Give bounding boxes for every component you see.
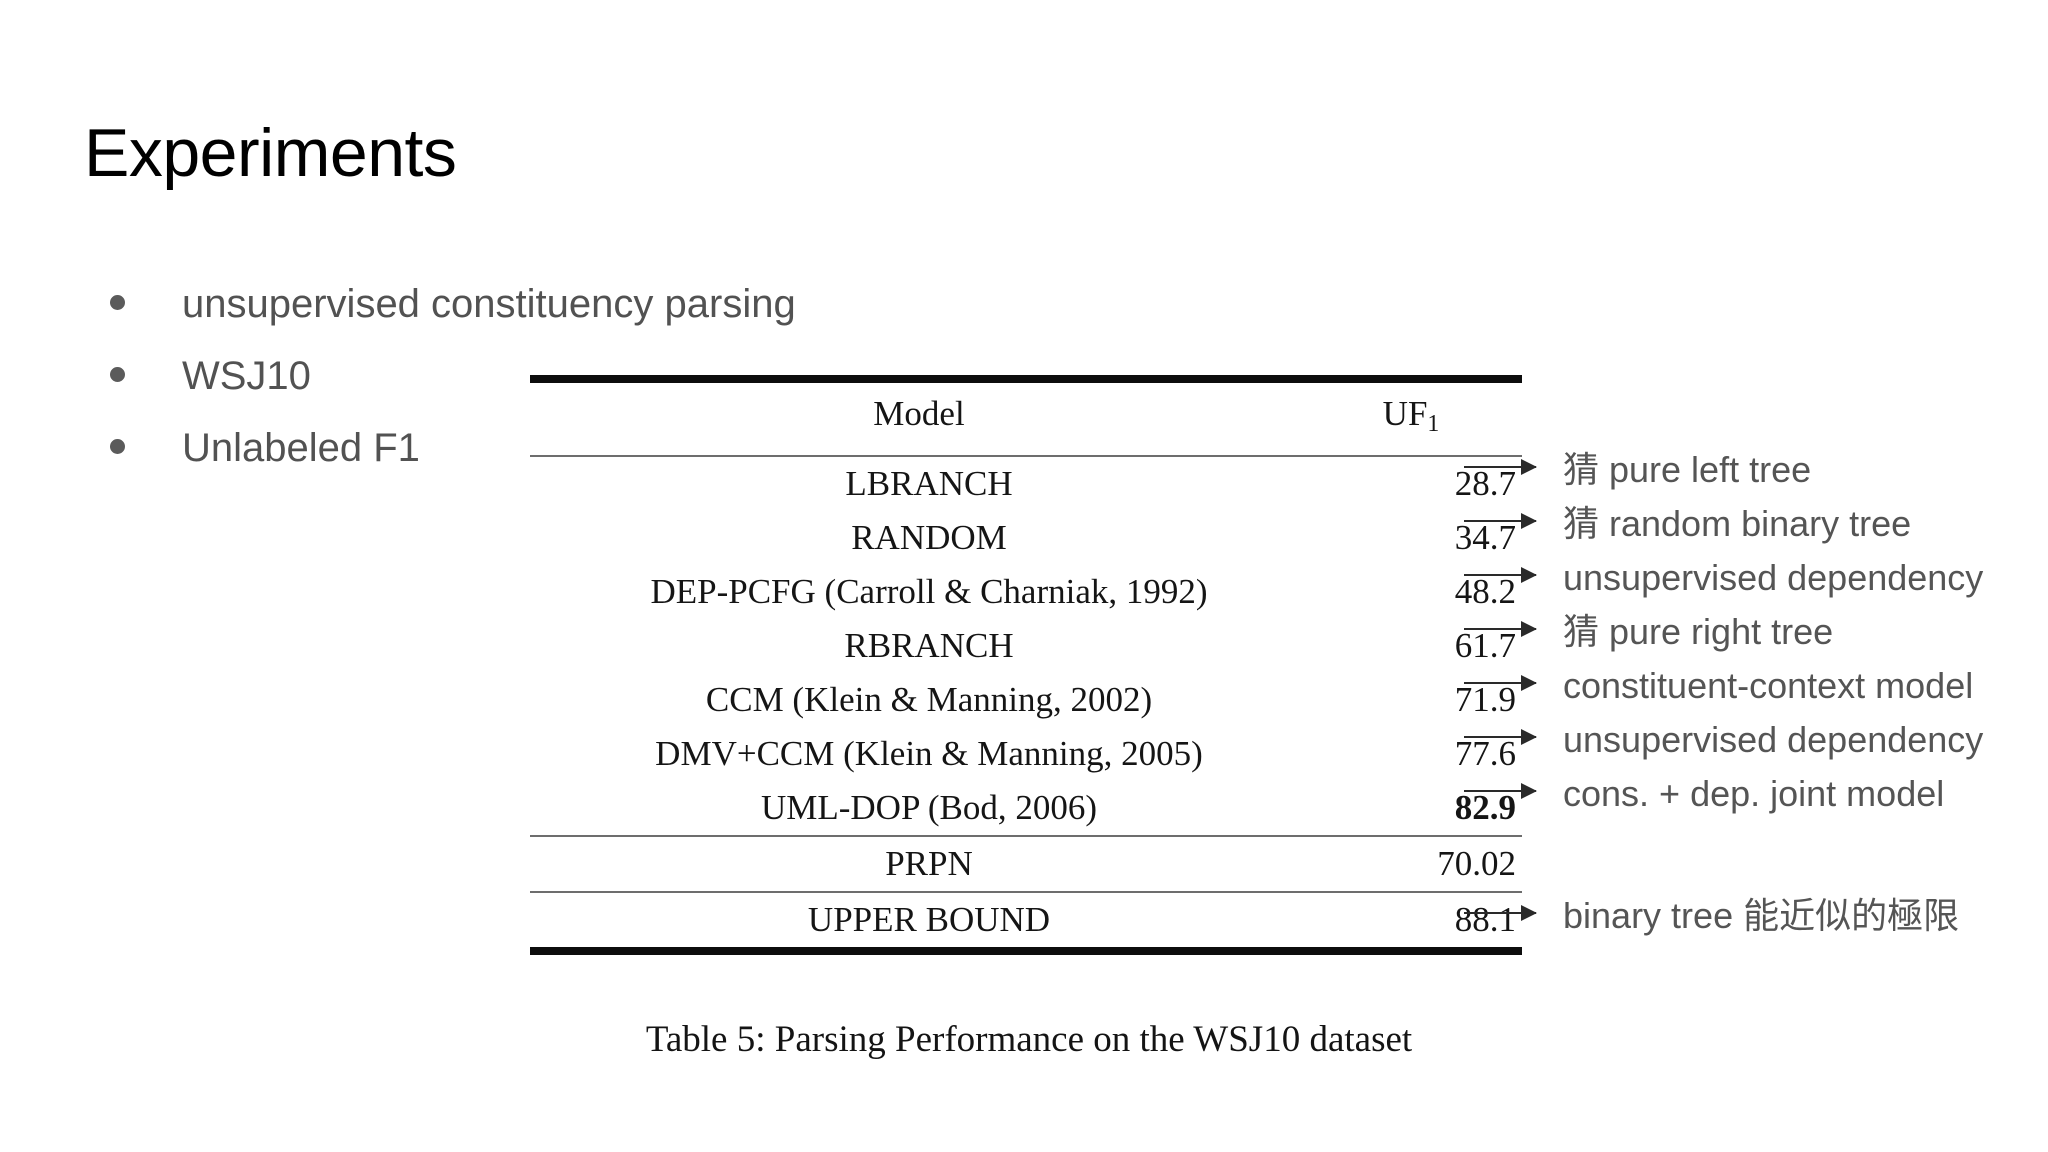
table-row: DEP-PCFG (Carroll & Charniak, 1992) 48.2 <box>530 565 1522 619</box>
annotation-note: constituent-context model <box>1563 665 1974 706</box>
results-table: Model UF1 <box>530 383 1522 455</box>
table-mid-rule-1 <box>530 834 1522 837</box>
table-row: UPPER BOUND 88.1 <box>530 893 1522 947</box>
list-item: unsupervised constituency parsing <box>110 284 870 356</box>
arrow-icon <box>1464 675 1537 691</box>
bullet-list: unsupervised constituency parsing WSJ10 … <box>110 284 870 500</box>
results-table-body-upper: UPPER BOUND 88.1 <box>530 893 1522 947</box>
arrow-icon <box>1464 513 1537 529</box>
cell-model: DMV+CCM (Klein & Manning, 2005) <box>655 733 1203 773</box>
table-row: PRPN 70.02 <box>530 837 1522 891</box>
table-row: CCM (Klein & Manning, 2002) 71.9 <box>530 673 1522 727</box>
bullet-label: WSJ10 <box>182 354 311 398</box>
cell-score: 34.7 <box>1454 517 1516 557</box>
cell-model: PRPN <box>885 843 973 883</box>
bullet-label: unsupervised constituency parsing <box>182 282 796 326</box>
page-title: Experiments <box>84 115 457 191</box>
annotation-note: binary tree 能近似的極限 <box>1563 895 1960 936</box>
cell-score: 82.9 <box>1454 787 1516 827</box>
table-row: RANDOM 34.7 <box>530 511 1522 565</box>
table-header-row: Model UF1 <box>530 383 1522 455</box>
cell-model: UPPER BOUND <box>807 899 1051 939</box>
arrow-icon <box>1464 567 1537 583</box>
cell-model: DEP-PCFG (Carroll & Charniak, 1992) <box>650 571 1208 611</box>
column-header-model: Model <box>873 394 965 433</box>
table-row: RBRANCH 61.7 <box>530 619 1522 673</box>
arrow-icon <box>1464 729 1537 745</box>
table-caption: Table 5: Parsing Performance on the WSJ1… <box>645 1019 1413 1060</box>
table-bottom-rule <box>530 946 1522 955</box>
table-row: UML-DOP (Bod, 2006) 82.9 <box>530 781 1522 835</box>
cell-model: CCM (Klein & Manning, 2002) <box>705 679 1153 719</box>
column-header-uf1: UF1 <box>1326 383 1522 455</box>
column-header-uf1-base: UF <box>1382 394 1428 433</box>
cell-model: RBRANCH <box>844 625 1014 665</box>
bullet-dot-icon <box>110 367 125 382</box>
annotation-note: 猜 random binary tree <box>1563 503 1912 544</box>
cell-score: 77.6 <box>1454 733 1516 773</box>
cell-score: 88.1 <box>1454 899 1516 939</box>
arrow-icon <box>1464 905 1537 921</box>
table-mid-rule-2 <box>530 890 1522 893</box>
table-row: LBRANCH 28.7 <box>530 457 1522 511</box>
cell-score: 28.7 <box>1454 463 1516 503</box>
table-top-rule <box>530 375 1522 383</box>
arrow-icon <box>1464 783 1537 799</box>
results-table-body-prpn: PRPN 70.02 <box>530 837 1522 891</box>
annotation-note: cons. + dep. joint model <box>1563 773 1945 814</box>
table-header-rule <box>530 454 1522 457</box>
list-item: Unlabeled F1 <box>110 428 870 500</box>
bullet-dot-icon <box>110 439 125 454</box>
arrow-icon <box>1464 459 1537 475</box>
cell-model: UML-DOP (Bod, 2006) <box>760 787 1098 827</box>
cell-model: LBRANCH <box>845 463 1013 503</box>
results-table-body-main: LBRANCH 28.7 RANDOM 34.7 DEP-PCFG (Carro… <box>530 457 1522 835</box>
bullet-dot-icon <box>110 295 125 310</box>
annotation-note: 猜 pure left tree <box>1563 449 1812 490</box>
annotation-note: unsupervised dependency <box>1563 557 1984 598</box>
cell-score: 61.7 <box>1454 625 1516 665</box>
cell-model: RANDOM <box>851 517 1007 557</box>
arrow-icon <box>1464 621 1537 637</box>
cell-score: 48.2 <box>1454 571 1516 611</box>
cell-score: 71.9 <box>1454 679 1516 719</box>
cell-score: 70.02 <box>1437 843 1516 883</box>
table-row: DMV+CCM (Klein & Manning, 2005) 77.6 <box>530 727 1522 781</box>
annotation-note: 猜 pure right tree <box>1563 611 1834 652</box>
bullet-label: Unlabeled F1 <box>182 426 420 470</box>
list-item: WSJ10 <box>110 356 870 428</box>
column-header-uf1-subscript: 1 <box>1427 410 1440 437</box>
annotation-note: unsupervised dependency <box>1563 719 1984 760</box>
results-table-figure: Model UF1 LBRANCH 28.7 RANDOM 34.7 DEP-P… <box>530 375 1522 955</box>
